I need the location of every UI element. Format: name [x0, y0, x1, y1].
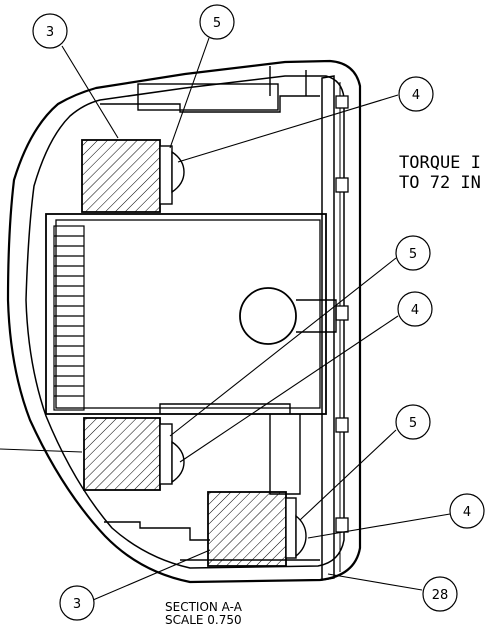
balloon-label: 5	[409, 247, 417, 262]
balloon-28: 28	[422, 576, 458, 612]
leader-lines	[0, 37, 451, 601]
balloon-3-bottom: 3	[59, 585, 95, 621]
torque-note-line-2: TO 72 IN	[399, 173, 481, 193]
torque-note: TORQUE I TO 72 IN	[399, 153, 481, 193]
balloon-label: 28	[432, 588, 449, 603]
section-title: SECTION A-A	[165, 600, 242, 614]
fastener-group	[335, 95, 349, 533]
balloon-4-mid: 4	[397, 291, 433, 327]
block-bottom	[207, 491, 287, 567]
balloon-label: 4	[463, 505, 471, 520]
bumpers	[171, 150, 307, 558]
port-bracket	[296, 299, 337, 333]
balloon-label: 4	[411, 303, 419, 318]
central-chamber	[45, 213, 327, 415]
balloon-4-top: 4	[398, 76, 434, 112]
torque-note-line-1: TORQUE I	[399, 153, 481, 173]
balloon-label: 3	[46, 25, 54, 40]
balloon-label: 5	[213, 16, 221, 31]
balloon-5-low: 5	[395, 404, 431, 440]
balloon-label: 4	[412, 88, 420, 103]
block-mid	[83, 417, 161, 491]
top-interior	[100, 66, 320, 113]
section-caption: SECTION A-A SCALE 0.750	[165, 601, 242, 627]
balloon-label: 3	[73, 597, 81, 612]
scale-label: SCALE 0.750	[165, 613, 242, 627]
housing-inner-outline	[25, 75, 345, 569]
vent-slats	[53, 225, 85, 411]
cover-plate	[321, 75, 335, 581]
housing-outline	[6, 59, 362, 584]
block-top	[81, 139, 161, 213]
balloon-label: 5	[409, 416, 417, 431]
balloon-5-mid: 5	[395, 235, 431, 271]
balloon-4-low: 4	[449, 493, 485, 529]
balloon-3-top: 3	[32, 13, 68, 49]
side-pads	[159, 145, 297, 559]
balloon-5-top: 5	[199, 4, 235, 40]
round-port	[239, 287, 297, 345]
